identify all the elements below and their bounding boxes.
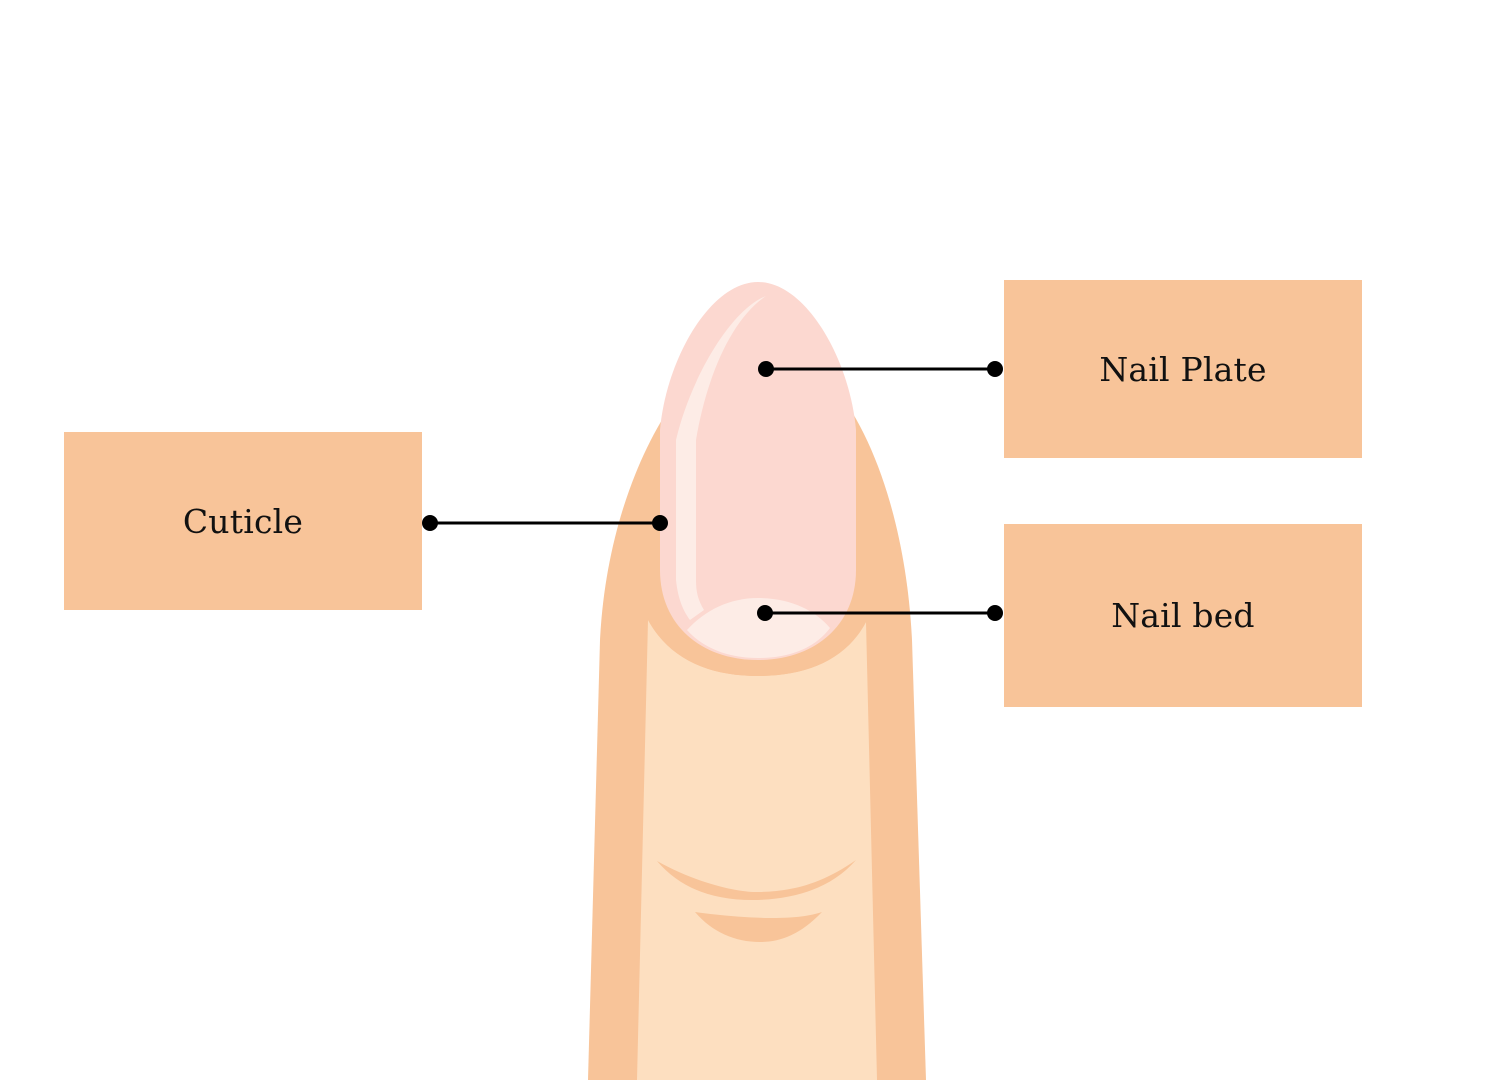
nail-fold [648,600,866,676]
leader-nail-plate [758,361,1003,377]
finger-inner [637,620,877,1080]
label-cuticle-text: Cuticle [182,501,304,541]
label-nail-plate: Nail Plate [1004,280,1362,458]
nail-highlight [676,296,766,620]
label-nail-plate-text: Nail Plate [1099,349,1267,389]
label-nail-bed-text: Nail bed [1111,596,1255,635]
leader-nail-bed [757,605,1003,621]
leader-cuticle [422,515,668,531]
label-cuticle: Cuticle [64,432,422,610]
knuckle-crease-1 [657,860,856,900]
knuckle-crease-2 [695,912,822,942]
label-nail-bed: Nail bed [1004,524,1362,707]
